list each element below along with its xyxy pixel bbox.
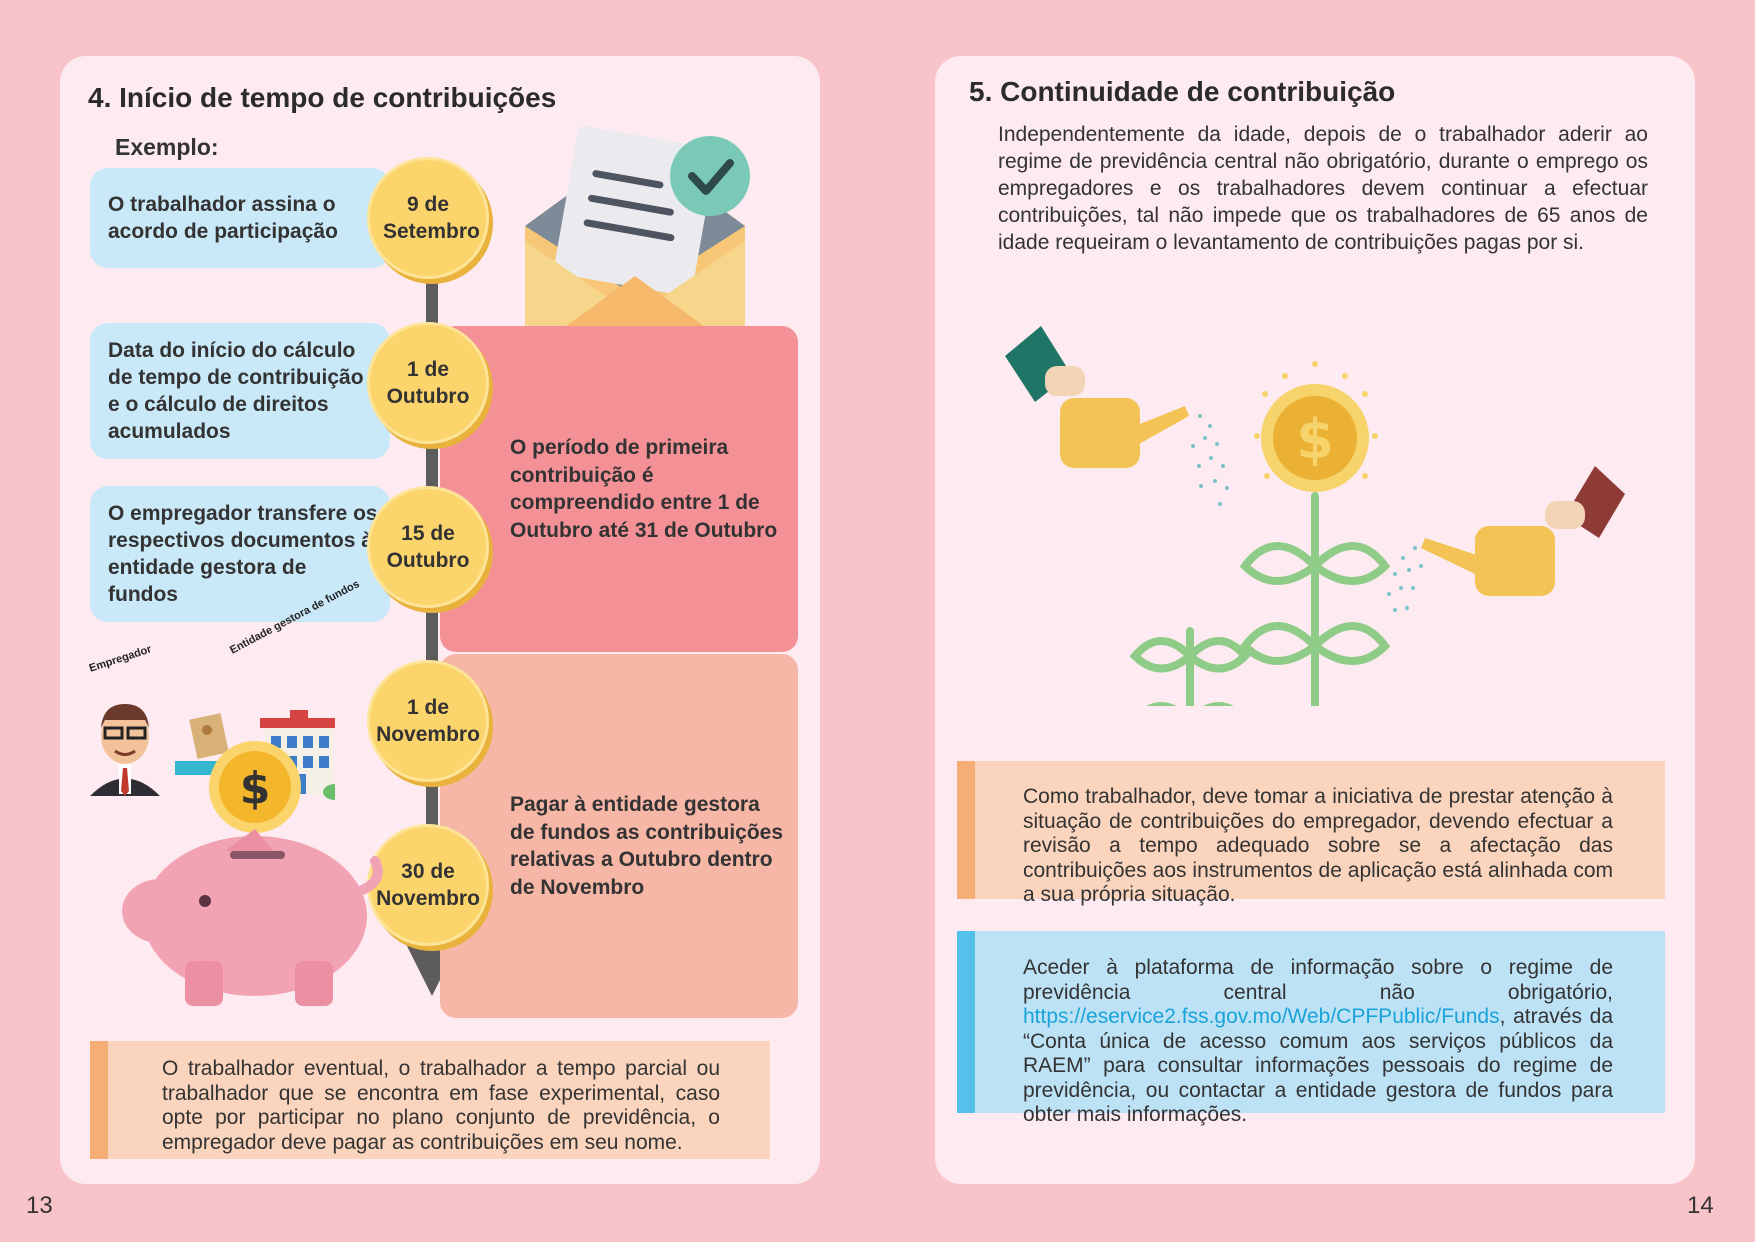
event-text: Data do início do cálculo de tempo de co…	[108, 339, 364, 443]
date-coin: 1 de Outubro	[367, 322, 489, 444]
document-envelope-icon	[189, 713, 229, 759]
money-plant-icon	[1129, 492, 1391, 706]
first-contribution-period: O período de primeira contribuição é com…	[440, 326, 798, 652]
period-1-text: O período de primeira contribuição é com…	[510, 436, 778, 542]
water-spray	[1191, 414, 1229, 506]
right-page: 5. Continuidade de contribuição Independ…	[935, 56, 1695, 1184]
note-information-platform: Aceder à plataforma de informação sobre …	[957, 931, 1665, 1126]
example-label: Exemplo:	[115, 134, 219, 160]
watering-can-icon	[1005, 326, 1189, 468]
note-occasional-worker: O trabalhador eventual, o trabalhador a …	[90, 1041, 770, 1159]
payment-period: Pagar à entidade gestora de fundos as co…	[440, 654, 798, 1018]
note-text: Como trabalhador, deve tomar a iniciativ…	[1023, 785, 1613, 906]
period-2-text: Pagar à entidade gestora de fundos as co…	[510, 793, 784, 899]
left-page: 4. Início de tempo de contribuições Exem…	[60, 56, 820, 1184]
employer-avatar-icon	[90, 704, 160, 796]
event-text: O empregador transfere os respectivos do…	[108, 502, 378, 606]
svg-text:$: $	[1296, 408, 1334, 471]
eservice-link[interactable]: https://eservice2.fss.gov.mo/Web/CPFPubl…	[1023, 1005, 1500, 1028]
continuity-paragraph: Independentemente da idade, depois de o …	[998, 123, 1648, 254]
event-sign-agreement: O trabalhador assina o acordo de partici…	[90, 168, 390, 268]
date-coin: 30 de Novembro	[367, 824, 489, 946]
note-worker-attention: Como trabalhador, deve tomar a iniciativ…	[957, 761, 1665, 906]
event-transfer-docs: O empregador transfere os respectivos do…	[90, 486, 390, 622]
date-coin: 15 de Outubro	[367, 486, 489, 608]
note-text: O trabalhador eventual, o trabalhador a …	[162, 1057, 720, 1154]
note-2-text-before: Aceder à plataforma de informação sobre …	[1023, 956, 1613, 1004]
page-number-right: 14	[1687, 1192, 1714, 1219]
page-number-left: 13	[26, 1192, 53, 1219]
envelope-check-icon	[525, 126, 750, 356]
piggy-bank-icon: $	[122, 741, 383, 1006]
section-title-continuity: 5. Continuidade de contribuição	[969, 76, 1396, 107]
section-title-start: 4. Início de tempo de contribuições	[88, 82, 557, 113]
date-coin: 9 de Setembro	[367, 157, 489, 279]
date-coin: 1 de Novembro	[367, 660, 489, 782]
event-text: O trabalhador assina o acordo de partici…	[108, 193, 338, 243]
sparkles	[1254, 361, 1378, 479]
watering-can-icon	[1421, 466, 1625, 596]
note-2-text-after: , através da “Conta única de acesso comu…	[1023, 1005, 1613, 1126]
water-spray	[1387, 546, 1423, 612]
svg-text:$: $	[240, 763, 271, 814]
event-calc-start: Data do início do cálculo de tempo de co…	[90, 323, 390, 459]
money-plant-illustration: $	[1005, 326, 1625, 706]
